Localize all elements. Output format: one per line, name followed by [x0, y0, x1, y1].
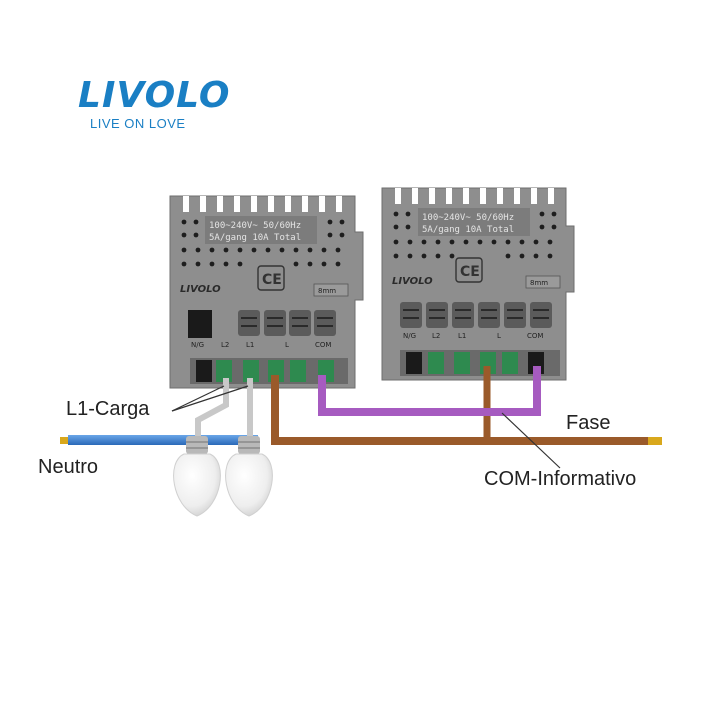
logo-text: LIVOLO: [78, 75, 231, 116]
phase-wire: [271, 366, 662, 445]
terminal-label-l2-2: L2: [432, 332, 440, 340]
spec-text-2: 5A/gang 10A Total: [209, 233, 301, 243]
label-l1-carga: L1-Carga: [66, 398, 150, 420]
ce-box-2: [455, 257, 483, 283]
ce-box: [257, 265, 285, 291]
strip-gauge-2: [525, 275, 561, 289]
terminal-screws: [238, 310, 336, 336]
terminal-screws-2: [400, 302, 552, 328]
leader-lines: [171, 385, 561, 469]
light-bulb-2: [225, 436, 273, 517]
spec-text-1: 100~240V~ 50/60Hz: [209, 221, 301, 231]
ce-mark-2: CE: [460, 264, 480, 280]
spec-text-2-1: 100~240V~ 50/60Hz: [422, 213, 514, 223]
spec-label-2: [418, 208, 530, 236]
terminal-label-com-2: COM: [527, 332, 543, 340]
terminal-label-l: L: [285, 341, 289, 349]
strip-gauge-text-2: 8mm: [530, 279, 548, 287]
logo-tagline: LIVE ON LOVE: [90, 116, 186, 131]
light-bulb-1: [173, 436, 221, 517]
strip-gauge: [313, 283, 349, 297]
vent-holes: [181, 219, 345, 267]
switch-module-left: 100~240V~ 50/60Hz 5A/gang 10A Total LIVO…: [169, 195, 364, 389]
module-brand-mark: LIVOLO: [180, 284, 221, 295]
spec-text-2-2: 5A/gang 10A Total: [422, 225, 514, 235]
terminal-label-l1-2: L1: [458, 332, 466, 340]
load-wires: [195, 378, 253, 438]
com-wire: [318, 366, 541, 416]
label-com-informativo: COM-Informativo: [484, 468, 637, 490]
terminal-label-l1: L1: [246, 341, 254, 349]
ce-mark: CE: [262, 272, 282, 288]
label-neutro: Neutro: [38, 456, 99, 478]
neutral-wire: [60, 435, 258, 445]
terminal-label-ng: N/G: [191, 341, 204, 349]
terminal-label-ng-2: N/G: [403, 332, 416, 340]
top-vent-slots: [183, 196, 342, 212]
terminal-label-l-2: L: [497, 332, 501, 340]
terminal-label-l2: L2: [221, 341, 229, 349]
top-vent-slots-2: [395, 188, 554, 204]
spec-label: [205, 216, 317, 244]
module-brand-mark-2: LIVOLO: [392, 276, 433, 287]
screw-slot-ng: [188, 310, 212, 338]
brand-logo: LIVOLO LIVE ON LOVE: [78, 78, 278, 138]
terminal-label-com: COM: [315, 341, 331, 349]
label-fase: Fase: [566, 412, 611, 434]
vent-holes-2: [393, 211, 557, 259]
switch-module-right: 100~240V~ 50/60Hz 5A/gang 10A Total LIVO…: [381, 187, 575, 381]
strip-gauge-text: 8mm: [318, 287, 336, 295]
